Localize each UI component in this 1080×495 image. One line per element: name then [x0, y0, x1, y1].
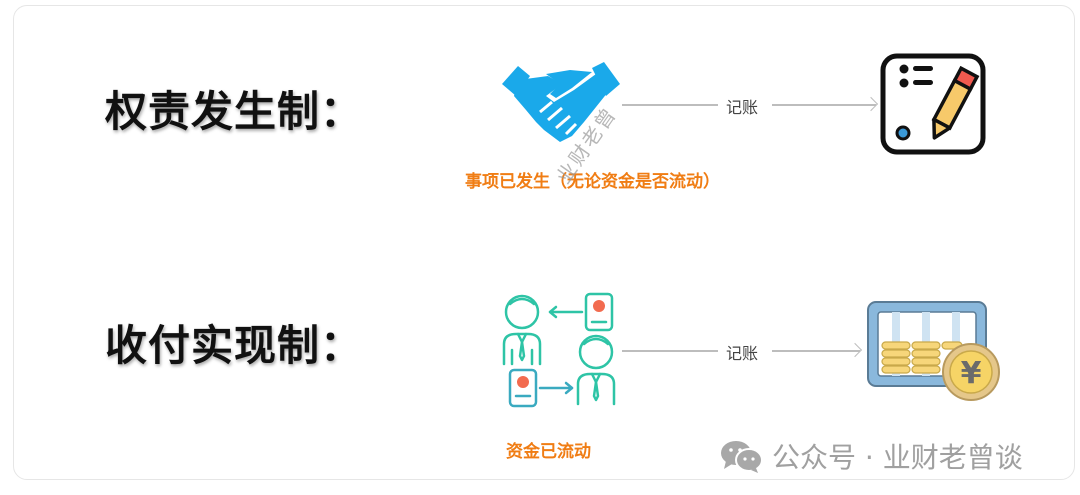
- footer-text: 公众号 · 业财老曾谈: [772, 441, 1023, 474]
- notepad-pencil-icon: [880, 53, 986, 155]
- footer-account: 公众号 · 业财老曾谈: [720, 436, 1023, 476]
- arrow-line-right-2: [772, 350, 860, 352]
- arrow-line-left-2: [622, 350, 718, 352]
- cash-basis-title: 收付实现制：: [105, 321, 364, 370]
- bookkeeping-label-2: 记账: [726, 344, 759, 363]
- arrow-line-left: [622, 104, 718, 106]
- arrow-line-right: [772, 104, 876, 106]
- accrual-basis-title: 权责发生制：: [105, 87, 364, 136]
- accrual-caption: 事项已发生（无论资金是否流动）: [465, 172, 720, 192]
- abacus-yuan-icon: ¥: [867, 301, 1000, 401]
- handshake-icon: [502, 62, 620, 142]
- svg-text:¥: ¥: [961, 356, 982, 391]
- people-exchange-money-icon: [502, 292, 616, 408]
- bookkeeping-label: 记账: [726, 98, 759, 117]
- cash-caption: 资金已流动: [506, 442, 591, 462]
- wechat-icon: [721, 441, 763, 473]
